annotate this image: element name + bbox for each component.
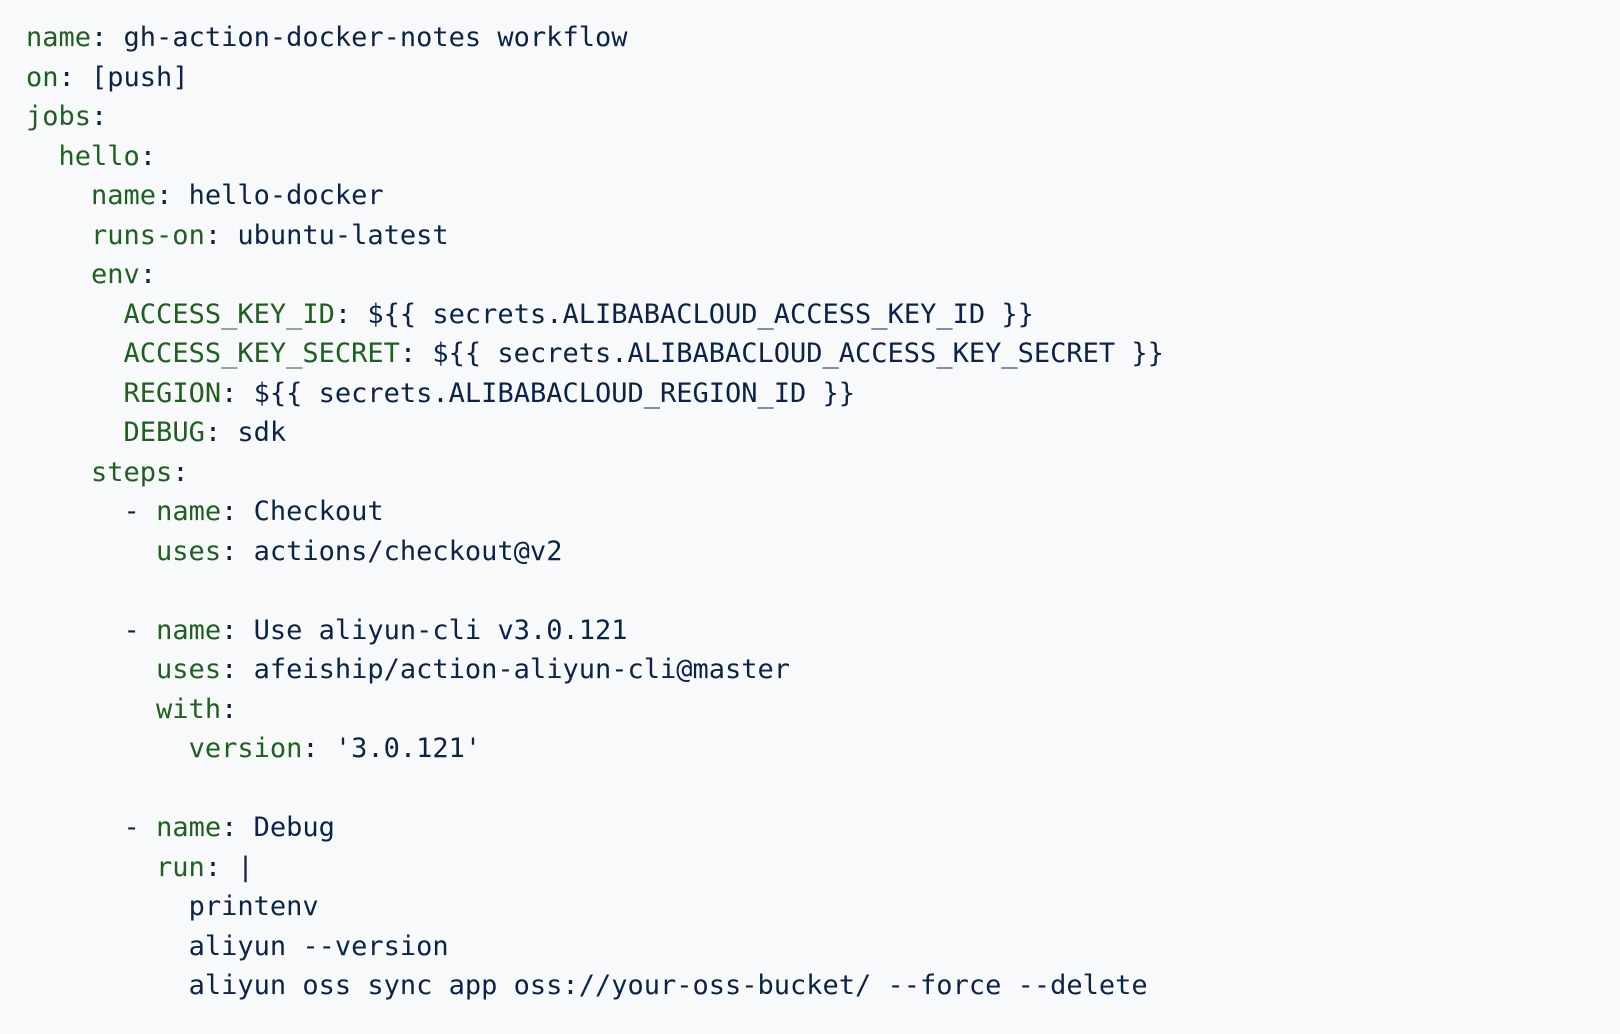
code-line: version: '3.0.121' xyxy=(188,733,482,764)
code-line: jobs: xyxy=(26,101,108,132)
yaml-key: name xyxy=(156,496,222,527)
yaml-value: ${{ secrets.ALIBABACLOUD_ACCESS_KEY_SECR… xyxy=(432,338,1164,369)
code-line: printenv xyxy=(26,887,1620,927)
yaml-value: ubuntu-latest xyxy=(237,219,449,251)
code-line: ACCESS_KEY_ID: ${{ secrets.ALIBABACLOUD_… xyxy=(123,298,1034,330)
yaml-value: Use aliyun-cli v3.0.121 xyxy=(253,614,628,646)
yaml-key: runs-on xyxy=(91,219,205,251)
code-line: - name: Checkout xyxy=(123,496,384,527)
yaml-key: run xyxy=(156,851,205,883)
list-dash: - xyxy=(123,614,157,646)
yaml-value: '3.0.121' xyxy=(334,733,482,764)
yaml-value: Checkout xyxy=(253,496,384,527)
code-line: hello: xyxy=(58,140,157,172)
yaml-key: jobs xyxy=(26,101,92,132)
yaml-value: afeiship/action-aliyun-cli@master xyxy=(253,654,791,685)
yaml-key: REGION xyxy=(123,377,222,409)
yaml-key: name xyxy=(26,22,92,53)
code-line: name: hello-docker xyxy=(91,180,384,211)
yaml-key: version xyxy=(188,733,303,764)
yaml-key: steps xyxy=(91,456,173,488)
yaml-value: ${{ secrets.ALIBABACLOUD_ACCESS_KEY_ID }… xyxy=(367,298,1034,330)
code-line: steps: xyxy=(91,456,189,488)
code-line: uses: actions/checkout@v2 xyxy=(156,535,563,567)
yaml-key: ACCESS_KEY_ID xyxy=(123,298,335,330)
code-line: run: | xyxy=(156,851,254,883)
code-line: with: xyxy=(156,693,238,725)
code-line: runs-on: ubuntu-latest xyxy=(91,219,449,251)
yaml-key: with xyxy=(156,693,222,725)
shell-command: printenv xyxy=(188,891,319,922)
yaml-key: name xyxy=(156,614,222,646)
yaml-value: sdk xyxy=(237,417,287,448)
code-line: ACCESS_KEY_SECRET: ${{ secrets.ALIBABACL… xyxy=(123,338,1164,369)
code-line: on: [push] xyxy=(26,61,189,93)
yaml-key: name xyxy=(156,812,222,843)
blank-line xyxy=(26,769,1620,809)
code-line: uses: afeiship/action-aliyun-cli@master xyxy=(156,654,791,685)
blank-line xyxy=(26,571,1620,611)
code-line: REGION: ${{ secrets.ALIBABACLOUD_REGION_… xyxy=(123,377,856,409)
code-line: DEBUG: sdk xyxy=(123,417,287,448)
yaml-key: on xyxy=(26,61,59,93)
code-line: - name: Debug xyxy=(123,812,335,843)
list-dash: - xyxy=(123,812,157,843)
code-line: - name: Use aliyun-cli v3.0.121 xyxy=(123,614,628,646)
yaml-value: [push] xyxy=(91,61,189,93)
code-line: name: gh-action-docker-notes workflow xyxy=(26,22,628,53)
yaml-key: ACCESS_KEY_SECRET xyxy=(123,338,400,369)
yaml-value: hello-docker xyxy=(188,180,384,211)
yaml-value: | xyxy=(237,851,254,883)
yaml-key: uses xyxy=(156,535,222,567)
shell-command: aliyun oss sync app oss://your-oss-bucke… xyxy=(188,970,1148,1001)
list-dash: - xyxy=(123,496,157,527)
yaml-key: uses xyxy=(156,654,222,685)
yaml-key: env xyxy=(91,259,140,290)
yaml-value: ${{ secrets.ALIBABACLOUD_REGION_ID }} xyxy=(253,377,856,409)
code-line: aliyun oss sync app oss://your-oss-bucke… xyxy=(26,966,1620,1006)
yaml-key: DEBUG xyxy=(123,417,205,448)
yaml-key: hello xyxy=(58,140,140,172)
yaml-value: Debug xyxy=(253,812,335,843)
shell-command: aliyun --version xyxy=(188,930,449,962)
yaml-key: name xyxy=(91,180,157,211)
code-line: env: xyxy=(91,259,157,290)
code-line: aliyun --version xyxy=(26,927,1620,967)
yaml-value: gh-action-docker-notes workflow xyxy=(123,22,628,53)
yaml-value: actions/checkout@v2 xyxy=(253,535,563,567)
